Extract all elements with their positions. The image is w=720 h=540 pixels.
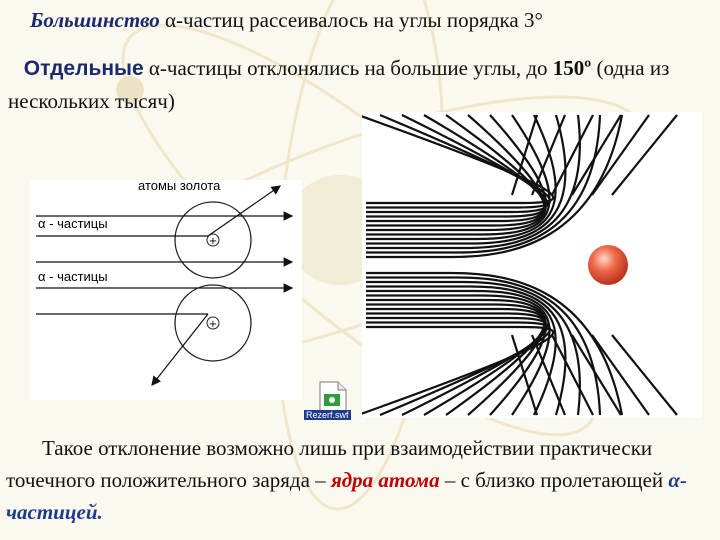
alpha-trajectory <box>366 307 546 416</box>
alpha-trajectory <box>366 321 551 417</box>
alpha-trajectory <box>366 271 624 416</box>
swf-file-icon[interactable] <box>302 378 362 424</box>
alpha-trajectory <box>366 114 624 259</box>
alpha-trajectory-outer <box>591 334 650 416</box>
alpha-trajectory-outer <box>551 334 594 416</box>
alpha-trajectory-outer <box>591 114 650 196</box>
subheading-text-b: (одна из нескольких тысяч) <box>8 56 670 113</box>
alpha-trajectory <box>366 316 549 416</box>
alpha-trajectory-outer <box>530 334 567 416</box>
alpha-deflected-up <box>207 185 281 237</box>
alpha-trajectory <box>366 294 551 416</box>
alpha-trajectory <box>366 280 581 416</box>
alpha-trajectory <box>357 113 555 205</box>
subheading: Отдельные α-частицы отклонялись на больш… <box>8 52 713 117</box>
subheading-text-a: α-частицы отклонялись на большие углы, д… <box>143 56 553 80</box>
conclusion-text-2: – с близко пролетающей <box>439 468 669 492</box>
alpha-trajectory-outer <box>551 114 594 196</box>
alpha-trajectory-outer <box>571 334 622 416</box>
heading-keyword: Большинство <box>30 8 160 32</box>
conclusion-alpha: α-частицей. <box>6 468 688 524</box>
label-gold-atoms: атомы золота <box>138 180 221 193</box>
gold-atom-circle-1 <box>174 201 252 279</box>
nucleus-plus-1: + <box>209 236 217 247</box>
alpha-trajectory <box>366 114 551 236</box>
alpha-trajectory <box>366 114 567 245</box>
gold-atom-circle-2 <box>174 284 252 362</box>
conclusion-text-1: Такое отклонение возможно лишь при взаим… <box>6 436 653 492</box>
heading: Большинство α-частиц рассеивалось на угл… <box>30 8 720 33</box>
subheading-keyword: Отдельные <box>23 57 144 80</box>
alpha-trajectory <box>366 285 567 416</box>
conclusion-paragraph: Такое отклонение возможно лишь при взаим… <box>6 432 714 528</box>
alpha-trajectory <box>366 114 549 214</box>
alpha-trajectory-outer <box>611 114 678 196</box>
alpha-deflected-down <box>151 313 209 386</box>
label-alpha-1: α - частицы <box>38 216 108 231</box>
swf-file-label[interactable]: Rezerf.swf <box>304 410 351 420</box>
nucleus-plus-2: + <box>209 319 217 330</box>
alpha-trajectory <box>366 114 581 250</box>
label-alpha-2: α - частицы <box>38 269 108 284</box>
heading-text: α-частиц рассеивалось на углы порядка 3° <box>159 8 543 32</box>
alpha-trajectory <box>366 113 551 209</box>
alpha-trajectory-outer <box>611 334 678 416</box>
subheading-degrees: 150º <box>552 56 592 80</box>
nucleus-scattering-diagram <box>357 112 702 418</box>
alpha-trajectory <box>357 325 555 417</box>
conclusion-nucleus: ядра атома <box>330 468 440 492</box>
alpha-trajectory <box>366 114 547 218</box>
nucleus <box>588 245 628 285</box>
alpha-trajectory <box>366 312 547 416</box>
gold-atoms-diagram: + + атомы золота α - частицы α - частицы <box>30 178 302 400</box>
alpha-trajectory-outer <box>510 334 539 416</box>
alpha-trajectory-outer <box>510 114 539 196</box>
alpha-trajectory-outer <box>571 114 622 196</box>
alpha-trajectory-outer <box>530 114 567 196</box>
alpha-trajectory <box>366 114 546 223</box>
